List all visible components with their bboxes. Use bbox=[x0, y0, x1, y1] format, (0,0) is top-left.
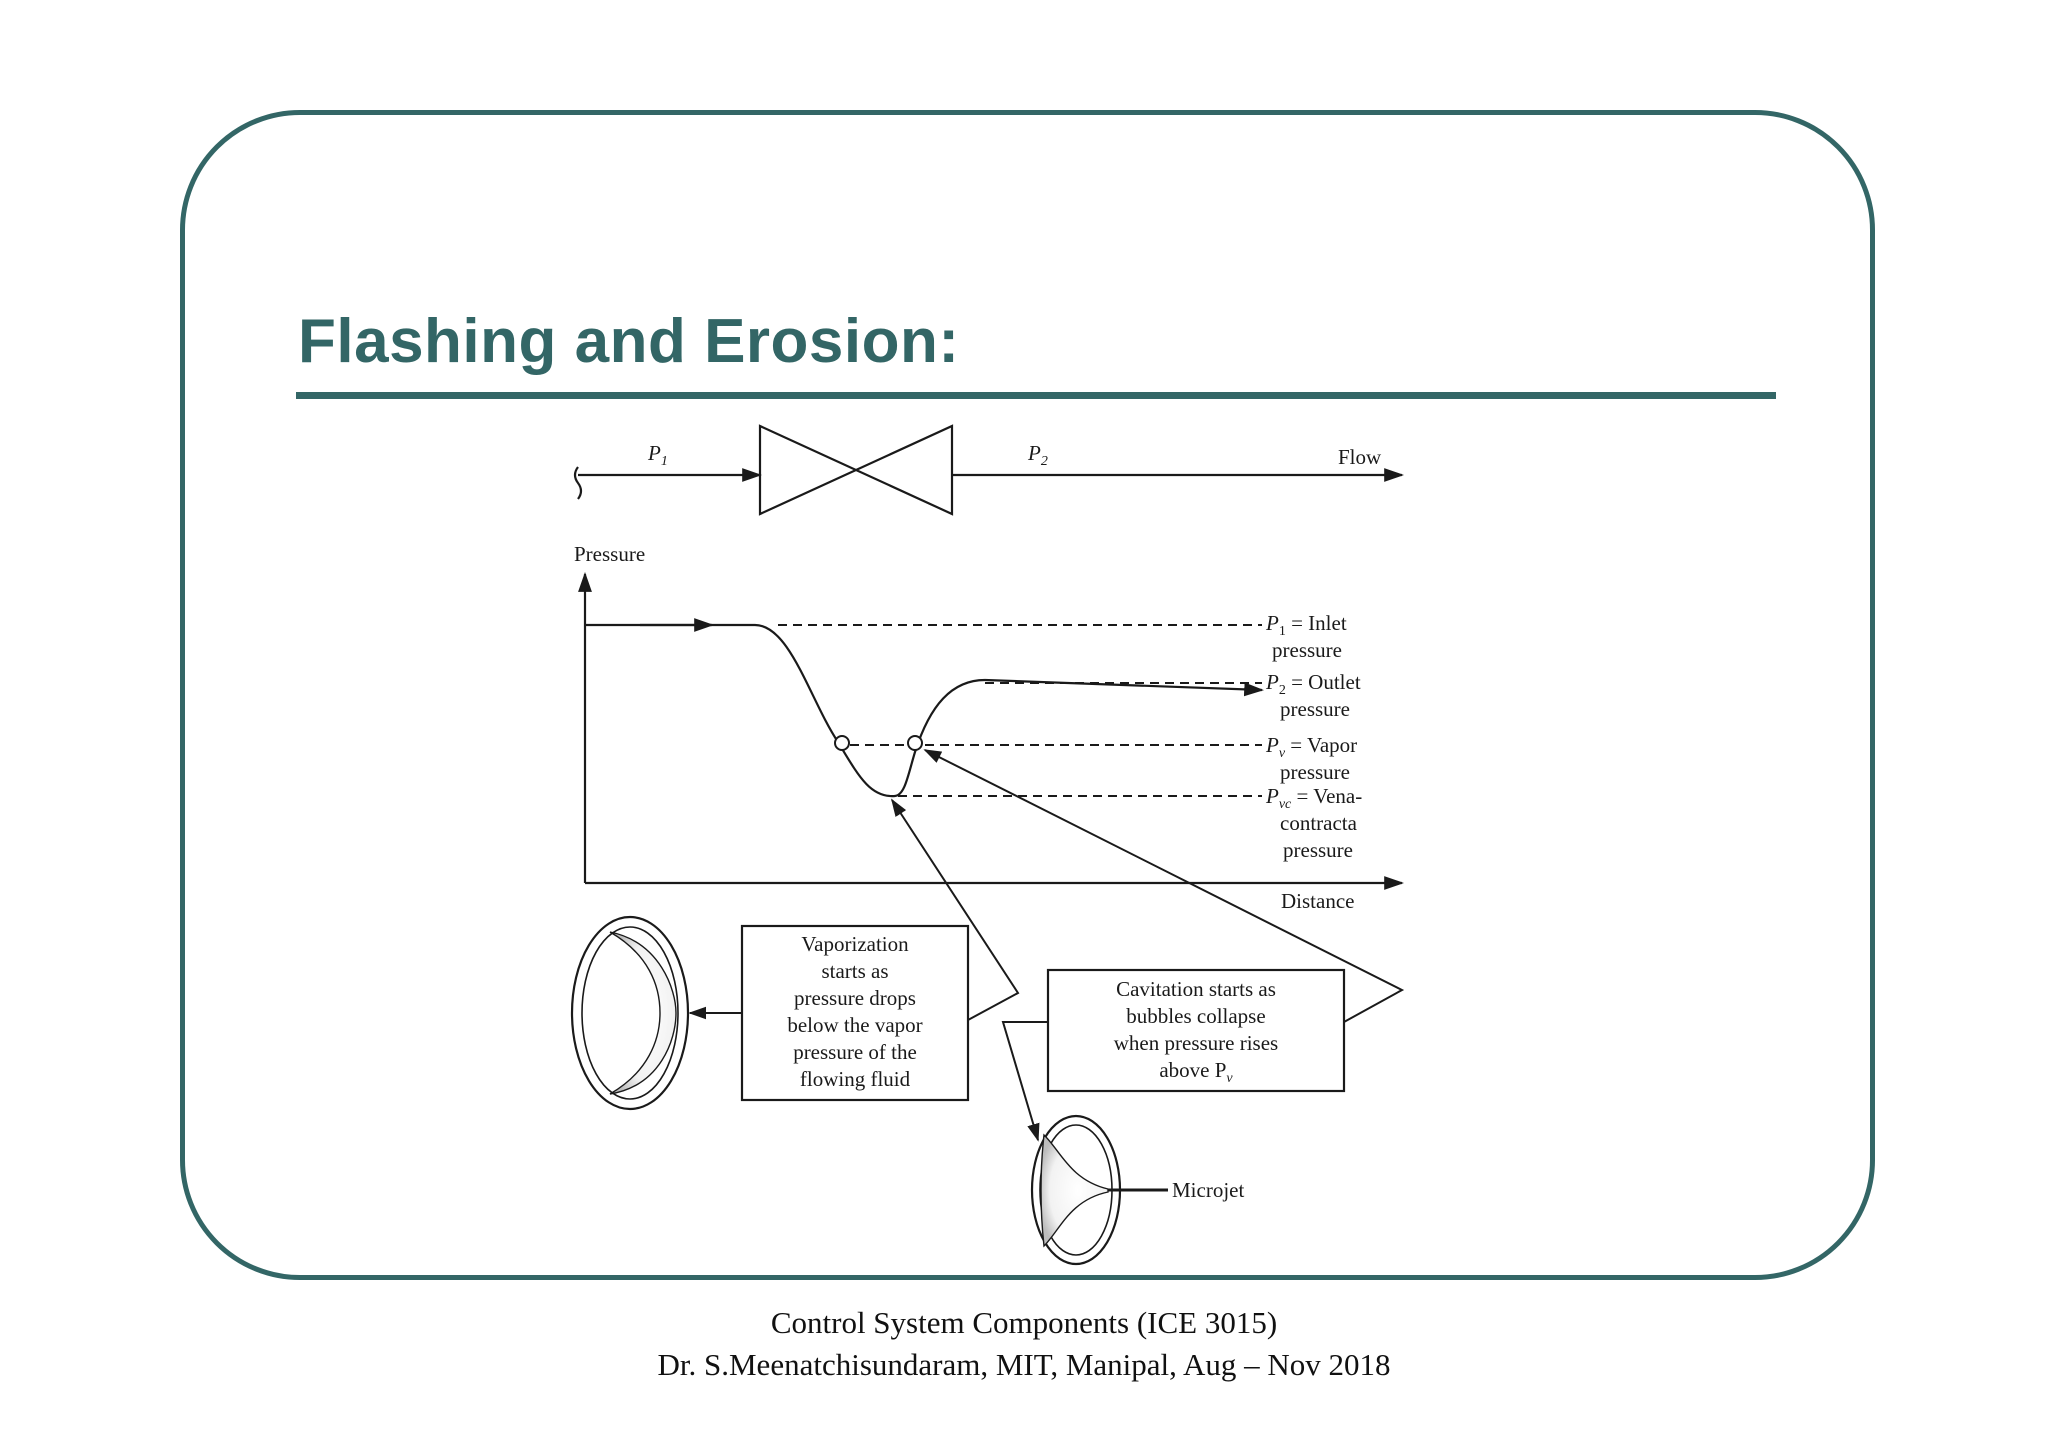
pvc-line1: = Vena- bbox=[1291, 784, 1362, 808]
pvc-sub: vc bbox=[1279, 797, 1292, 812]
p1-sub: 1 bbox=[1279, 624, 1286, 639]
p2-line2: pressure bbox=[1280, 697, 1350, 721]
cavitation-sub: v bbox=[1226, 1071, 1233, 1086]
vaporization-leader bbox=[891, 798, 1020, 1021]
microjet-label: Microjet bbox=[1172, 1178, 1244, 1202]
valve-symbol bbox=[758, 424, 954, 516]
p1-pipe-label: P bbox=[647, 441, 661, 465]
vaporization-point-marker bbox=[834, 735, 850, 751]
svg-text:above Pv: above Pv bbox=[1159, 1058, 1233, 1086]
cavitation-box bbox=[1046, 968, 1346, 1093]
p1-symbol: P bbox=[1265, 611, 1279, 635]
cavitation-line-4: above P bbox=[1159, 1058, 1226, 1082]
cavitation-leader bbox=[923, 749, 1405, 1023]
p2-line1: = Outlet bbox=[1286, 670, 1361, 694]
p2-pipe-label: P bbox=[1027, 441, 1041, 465]
p1-level-label: P1 = Inlet pressure bbox=[1265, 611, 1347, 662]
cavitation-to-bubble-arrow bbox=[1001, 1021, 1048, 1142]
cavitation-point-marker bbox=[907, 735, 923, 751]
pv-level-label: Pv = Vapor pressure bbox=[1265, 733, 1357, 784]
vaporization-box bbox=[740, 924, 970, 1102]
svg-text:P1: P1 bbox=[647, 441, 668, 469]
slide-frame bbox=[180, 110, 1875, 1280]
cavitation-line-1: Cavitation starts as bbox=[1116, 977, 1276, 1001]
flow-label: Flow bbox=[1338, 445, 1382, 469]
p2-level-label: P2 = Outlet pressure bbox=[1265, 670, 1361, 721]
footer-author: Dr. S.Meenatchisundaram, MIT, Manipal, A… bbox=[657, 1347, 1391, 1382]
pipe-schematic: P1 P2 Flow bbox=[573, 424, 1404, 516]
cavitation-callout: Cavitation starts as bubbles collapse wh… bbox=[923, 749, 1405, 1142]
cavitation-line-2: bubbles collapse bbox=[1126, 1004, 1265, 1028]
svg-text:Pvc = Vena-: Pvc = Vena- bbox=[1265, 784, 1362, 812]
pv-line2: pressure bbox=[1280, 760, 1350, 784]
pressure-graph: Pressure Distance P1 = Inlet pressure P2… bbox=[574, 542, 1404, 913]
pvc-level-label: Pvc = Vena- contracta pressure bbox=[1265, 784, 1362, 862]
vaporization-callout: Vaporization starts as pressure drops be… bbox=[688, 798, 1020, 1102]
y-axis-label: Pressure bbox=[574, 542, 645, 566]
vaporization-line-3: pressure drops bbox=[794, 986, 916, 1010]
vaporization-line-6: flowing fluid bbox=[800, 1067, 911, 1091]
x-axis-label: Distance bbox=[1281, 889, 1354, 913]
p2-pipe-sub: 2 bbox=[1041, 454, 1048, 469]
p1-line2: pressure bbox=[1272, 638, 1342, 662]
outlet-pressure-line bbox=[984, 678, 1264, 697]
p2-symbol: P bbox=[1265, 670, 1279, 694]
svg-text:P1 = Inlet: P1 = Inlet bbox=[1265, 611, 1347, 639]
svg-text:Pv = Vapor: Pv = Vapor bbox=[1265, 733, 1357, 761]
pipe-break-symbol bbox=[573, 466, 583, 500]
p2-sub: 2 bbox=[1279, 683, 1286, 698]
footer-course: Control System Components (ICE 3015) bbox=[770, 1305, 1278, 1340]
vaporization-line-5: pressure of the bbox=[793, 1040, 917, 1064]
vaporization-line-4: below the vapor bbox=[787, 1013, 922, 1037]
slide-title: Flashing and Erosion: bbox=[298, 307, 960, 376]
svg-text:P2: P2 bbox=[1027, 441, 1048, 469]
p1-pipe-sub: 1 bbox=[661, 454, 668, 469]
pv-line1: = Vapor bbox=[1285, 733, 1357, 757]
vaporization-line-2: starts as bbox=[821, 959, 888, 983]
title-underline bbox=[296, 392, 1776, 399]
p1-line1: = Inlet bbox=[1286, 611, 1347, 635]
pvc-line2: contracta bbox=[1280, 811, 1358, 835]
pv-symbol: P bbox=[1265, 733, 1279, 757]
pvc-symbol: P bbox=[1265, 784, 1279, 808]
cavitation-line-3: when pressure rises bbox=[1114, 1031, 1278, 1055]
svg-text:P2 = Outlet: P2 = Outlet bbox=[1265, 670, 1361, 698]
vaporization-line-1: Vaporization bbox=[801, 932, 909, 956]
collapsing-bubble: Microjet bbox=[1030, 1114, 1244, 1266]
vapor-bubble bbox=[570, 915, 690, 1111]
pvc-line3: pressure bbox=[1283, 838, 1353, 862]
pressure-curve bbox=[585, 623, 986, 798]
pv-sub: v bbox=[1279, 746, 1286, 761]
